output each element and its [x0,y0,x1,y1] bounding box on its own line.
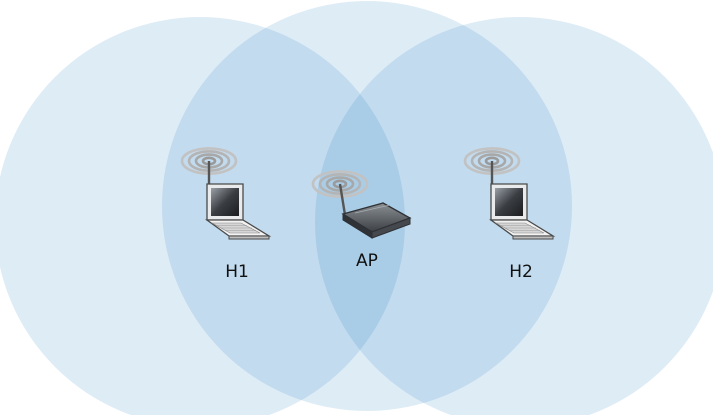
access-point-label: AP [356,251,378,271]
access-point: AP [308,170,412,271]
host-h1: H1 [177,147,270,282]
coverage-circle-ap [162,1,572,411]
host-h1-label: H1 [225,262,249,282]
host-h2-label: H2 [509,262,533,282]
host-h2: H2 [460,147,554,282]
wireless-router-icon [341,202,412,239]
coverage-circle-h1 [0,17,405,415]
antenna [338,183,347,216]
